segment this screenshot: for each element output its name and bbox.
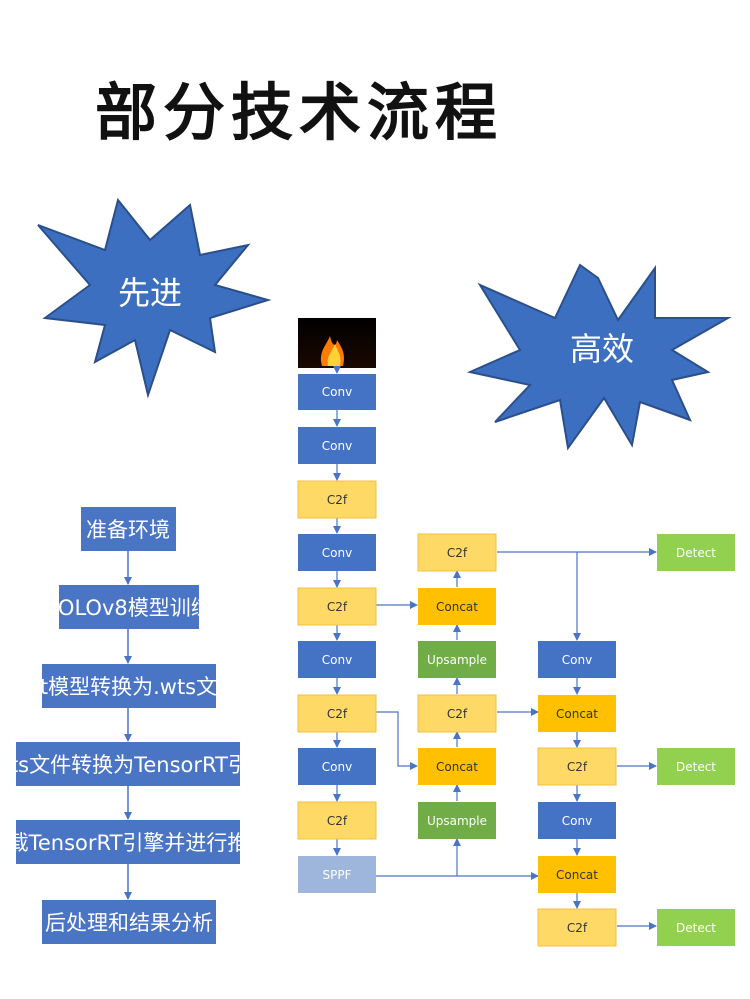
star-badge-left: 先进 bbox=[37, 197, 272, 399]
neck-right-conv-2 bbox=[538, 802, 616, 839]
process-flowchart: 准备环境 YOLOv8模型训练 .pt模型转换为.wts文件 .wts文件转换为… bbox=[0, 507, 270, 944]
neck-mid-c2f-2 bbox=[417, 694, 497, 733]
flow-step-2 bbox=[59, 585, 199, 629]
flow-step-2-label: YOLOv8模型训练 bbox=[45, 596, 211, 620]
backbone-c2f-2-label: C2f bbox=[327, 600, 348, 614]
backbone-c2f-4-label: C2f bbox=[327, 814, 348, 828]
flow-step-4 bbox=[16, 742, 240, 786]
neck-mid-upsample-2 bbox=[418, 802, 496, 839]
neck-right-c2f-2-label: C2f bbox=[567, 921, 588, 935]
neck-right-column: Conv Concat C2f Conv Concat C2f bbox=[537, 641, 617, 947]
star-label-left: 先进 bbox=[118, 274, 182, 312]
star-shape-right bbox=[466, 263, 732, 451]
flow-step-6 bbox=[42, 900, 216, 944]
neck-right-concat-2-label: Concat bbox=[556, 868, 598, 882]
neck-right-c2f-1 bbox=[537, 747, 617, 786]
flow-step-1-label: 准备环境 bbox=[86, 518, 170, 542]
neck-mid-upsample-1-label: Upsample bbox=[427, 653, 487, 667]
network-connectors bbox=[333, 366, 657, 930]
star-label-right: 高效 bbox=[570, 330, 634, 368]
neck-mid-upsample-2-label: Upsample bbox=[427, 814, 487, 828]
neck-right-conv-1 bbox=[538, 641, 616, 678]
backbone-conv-1-label: Conv bbox=[322, 385, 352, 399]
backbone-sppf-label: SPPF bbox=[323, 868, 352, 882]
detect-head-1-label: Detect bbox=[676, 546, 716, 560]
detect-heads: Detect Detect Detect bbox=[657, 534, 735, 946]
flow-step-6-label: 后处理和结果分析 bbox=[45, 911, 213, 935]
backbone-conv-3-label: Conv bbox=[322, 546, 352, 560]
detect-head-2 bbox=[657, 748, 735, 785]
backbone-conv-3 bbox=[298, 534, 376, 571]
neck-right-concat-2 bbox=[538, 856, 616, 893]
neck-mid-column: C2f Concat Upsample C2f Concat Upsample bbox=[417, 533, 497, 839]
neck-right-conv-2-label: Conv bbox=[562, 814, 592, 828]
backbone-c2f-1 bbox=[297, 480, 377, 519]
flame-image bbox=[298, 318, 376, 368]
backbone-c2f-3 bbox=[297, 694, 377, 733]
flow-step-5 bbox=[16, 820, 240, 864]
neck-right-conv-1-label: Conv bbox=[562, 653, 592, 667]
neck-mid-upsample-1 bbox=[418, 641, 496, 678]
detect-head-3-label: Detect bbox=[676, 921, 716, 935]
neck-right-concat-1-label: Concat bbox=[556, 707, 598, 721]
detect-head-3 bbox=[657, 909, 735, 946]
flow-step-5-label: 加载TensorRT引擎并进行推理 bbox=[0, 831, 269, 855]
backbone-conv-4 bbox=[298, 641, 376, 678]
neck-mid-concat-2-label: Concat bbox=[436, 760, 478, 774]
flow-step-4-label: .wts文件转换为TensorRT引擎 bbox=[0, 753, 270, 777]
neck-mid-c2f-1 bbox=[417, 533, 497, 572]
backbone-conv-5-label: Conv bbox=[322, 760, 352, 774]
backbone-column: Conv Conv C2f Conv C2f Conv C2f Conv C2f… bbox=[297, 374, 377, 893]
neck-mid-c2f-2-label: C2f bbox=[447, 707, 468, 721]
neck-right-c2f-1-label: C2f bbox=[567, 760, 588, 774]
star-shape-left bbox=[37, 197, 272, 399]
backbone-c2f-1-label: C2f bbox=[327, 493, 348, 507]
backbone-c2f-4 bbox=[297, 801, 377, 840]
yolov8-network: Conv Conv C2f Conv C2f Conv C2f Conv C2f… bbox=[297, 318, 735, 947]
flow-step-3-label: .pt模型转换为.wts文件 bbox=[20, 675, 238, 699]
backbone-conv-5 bbox=[298, 748, 376, 785]
page-title: 部分技术流程 bbox=[95, 76, 504, 149]
backbone-c2f-3-label: C2f bbox=[327, 707, 348, 721]
detect-head-1 bbox=[657, 534, 735, 571]
backbone-c2f-2 bbox=[297, 587, 377, 626]
backbone-conv-1 bbox=[298, 374, 376, 410]
backbone-conv-2-label: Conv bbox=[322, 439, 352, 453]
neck-mid-concat-2 bbox=[418, 748, 496, 785]
neck-right-concat-1 bbox=[538, 695, 616, 732]
flow-step-3 bbox=[42, 664, 216, 708]
neck-right-c2f-2 bbox=[537, 908, 617, 947]
neck-mid-c2f-1-label: C2f bbox=[447, 546, 468, 560]
star-badge-right: 高效 bbox=[466, 263, 732, 451]
backbone-sppf bbox=[298, 856, 376, 893]
backbone-conv-4-label: Conv bbox=[322, 653, 352, 667]
neck-mid-concat-1 bbox=[418, 588, 496, 625]
detect-head-2-label: Detect bbox=[676, 760, 716, 774]
backbone-conv-2 bbox=[298, 427, 376, 464]
flow-step-1 bbox=[81, 507, 176, 551]
neck-mid-concat-1-label: Concat bbox=[436, 600, 478, 614]
